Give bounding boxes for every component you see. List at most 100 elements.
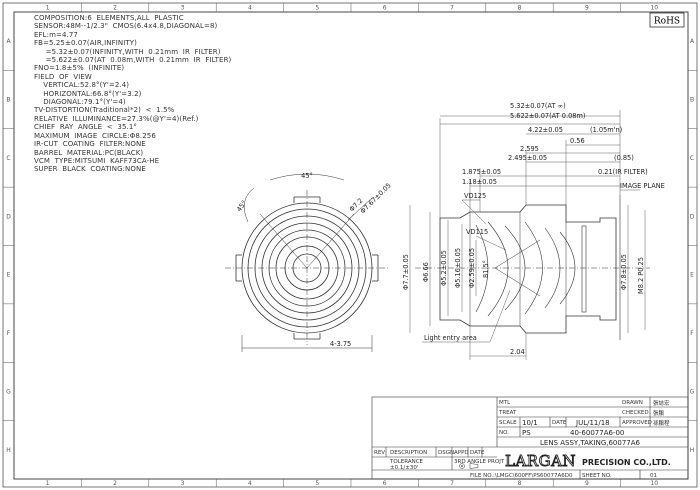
spec-line: MAXIMUM IMAGE CIRCLE:Φ8.256 — [34, 131, 156, 140]
tb-angle-label: 3RD ANGLE PROJT — [454, 459, 505, 465]
grid-col-label: 1 — [46, 5, 50, 12]
tb-scale-value: 10/1 — [522, 419, 538, 427]
tb-rev-desc: DESCRIPTION — [390, 450, 427, 456]
spec-line: CHIEF RAY ANGLE < 35.1° — [34, 123, 137, 132]
grid-row-label: E — [690, 272, 694, 279]
grid-col-label: 9 — [585, 5, 589, 12]
tb-scale: SCALE — [499, 420, 517, 426]
grid-col-label: 6 — [383, 5, 387, 12]
grid-col-label: 6 — [383, 480, 387, 487]
grid-col-label: 10 — [650, 480, 658, 487]
tb-mtl: MTL — [499, 400, 511, 406]
spec-line: EFL:m=4.77 — [34, 30, 78, 39]
tb-rev: REV — [374, 450, 385, 456]
grid-col-label: 4 — [248, 5, 252, 12]
side-dim-8: 1.875±0.05 — [462, 168, 501, 176]
rohs-label: RoHS — [654, 17, 680, 27]
tb-date: DATE — [552, 420, 567, 426]
side-dia-3: Φ5.16±0.05 — [454, 248, 462, 288]
company-logo: LARGAN — [505, 452, 576, 470]
grid-col-label: 7 — [450, 480, 454, 487]
tb-tolerance-value: ±0.1/±30' — [390, 465, 418, 471]
spec-line: HORIZONTAL:66.8°(Y'=3.2) — [34, 89, 142, 98]
grid-row-label: D — [690, 213, 695, 220]
side-dim-7: (0.85) — [614, 154, 634, 162]
grid-row-label: H — [6, 447, 11, 454]
tb-sign-2: 孫鵬程 — [653, 419, 670, 427]
grid-row-label: F — [7, 330, 11, 337]
front-angle-top: 45° — [301, 172, 313, 180]
grid-col-label: 9 — [585, 480, 589, 487]
side-dim-4: 0.56 — [570, 137, 585, 145]
tb-no: NO. — [499, 430, 509, 436]
side-bottom-dim: 2.04 — [510, 348, 525, 356]
side-dim-0: 5.32±0.07(AT ∞) — [510, 102, 566, 110]
spec-line: SENSOR:48M--1/2.3" CMOS(6.4x4.8,DIAGONAL… — [34, 22, 218, 31]
grid-col-label: 5 — [315, 480, 319, 487]
grid-row-label: G — [6, 388, 11, 395]
grid-row-label: B — [6, 97, 10, 104]
spec-line: BARREL MATERIAL:PC(BLACK) — [34, 148, 144, 157]
side-dim-5: 2.595 — [520, 145, 539, 153]
spec-line: VERTICAL:52.8°(Y'=2.4) — [34, 81, 130, 90]
grid-row-label: E — [7, 272, 11, 279]
vd25-label: VD125 — [464, 192, 486, 200]
tb-sign-0: 張誌宏 — [653, 399, 670, 407]
side-dia-2: Φ5.2±0.05 — [440, 250, 448, 286]
spec-line: FB=5.25±0.07(AIR,INFINITY) — [34, 39, 137, 48]
spec-line: VCM TYPE:MITSUMI KAFF73CA-HE — [34, 156, 160, 165]
tb-file-no: FILE NO.:\LMGC\600FF\PS60077A6D0 — [470, 473, 573, 479]
light-entry-label: Light entry area — [424, 334, 477, 342]
tb-no-value: PS — [522, 429, 531, 437]
grid-col-label: 4 — [248, 480, 252, 487]
tb-sheet-no: SHEET NO. — [582, 473, 612, 479]
grid-row-label: G — [690, 388, 695, 395]
spec-line: TV-DISTORTION(Traditional*2) < 1.5% — [34, 106, 175, 115]
spec-line: IR-CUT COATING FILTER:NONE — [34, 140, 146, 149]
projection-symbol-icon — [459, 463, 479, 469]
side-dia-right: Φ7.8±0.05 — [620, 254, 628, 290]
tb-part-no: 40-60077A6-00 — [570, 429, 624, 437]
company-name: PRECISION CO.,LTD. — [582, 458, 671, 467]
grid-col-label: 8 — [518, 5, 522, 12]
spec-line: DIAGONAL:79.1°(Y'=4) — [34, 98, 126, 107]
side-dim-3: (1.05m'n) — [590, 126, 622, 134]
grid-col-label: 8 — [518, 480, 522, 487]
grid-col-label: 7 — [450, 5, 454, 12]
grid-col-label: 1 — [46, 480, 50, 487]
grid-row-label: D — [6, 213, 11, 220]
side-dia-4: Φ2.59±0.05 — [468, 248, 476, 288]
grid-col-label: 10 — [650, 5, 658, 12]
side-dia-1: Φ6.66 — [422, 262, 430, 282]
spec-line: RELATIVE ILLUMINANCE=27.3%(@Y'=4)(Ref.) — [34, 114, 199, 123]
grid-row-label: A — [690, 38, 695, 45]
grid-row-label: A — [6, 38, 11, 45]
tb-rev-dsgn: DSGN — [438, 450, 454, 456]
grid-row-label: B — [690, 97, 694, 104]
tb-treat: TREAT — [498, 410, 517, 416]
side-dim-6: 2.495±0.05 — [508, 154, 547, 162]
tb-description: LENS ASSY,TAKING,60077A6 — [540, 439, 641, 447]
rohs-box — [649, 12, 685, 28]
tb-sheet-value: 01 — [650, 473, 657, 479]
side-angle-81: 81.5° — [482, 260, 490, 278]
front-dia-b: Φ7.67±0.05 — [359, 181, 393, 215]
tb-rev-date: DATE — [470, 450, 485, 456]
grid-row-label: F — [690, 330, 694, 337]
title-block — [371, 396, 689, 480]
tb-sign-1: 張鵬 — [653, 409, 665, 417]
grid-col-label: 3 — [181, 5, 185, 12]
grid-row-label: C — [6, 155, 10, 162]
grid-col-label: 2 — [113, 5, 117, 12]
vd15-label: VD115 — [466, 228, 488, 236]
spec-line: =5.622±0.07(AT 0.08m,WITH 0.21mm IR FILT… — [34, 56, 232, 65]
grid-col-label: 2 — [113, 480, 117, 487]
spec-line: FNO=1.8±5% (INFINITE) — [34, 64, 125, 73]
spec-line: FIELD OF VIEW — [34, 72, 92, 81]
tb-approved: APPROVED — [622, 420, 652, 426]
side-dim-10: 1.18±0.05 — [462, 178, 497, 186]
spec-line: =5.32±0.07(INFINITY,WITH 0.21mm IR FILTE… — [34, 47, 221, 56]
